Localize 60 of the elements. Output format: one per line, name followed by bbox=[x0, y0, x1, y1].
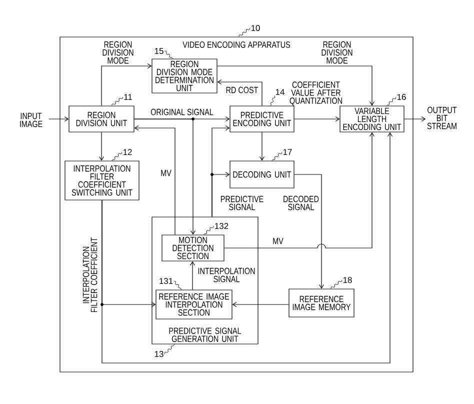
arrow bbox=[294, 174, 324, 289]
unit-box: PREDICTIVE ENCODING UNIT bbox=[230, 106, 294, 132]
arrow bbox=[224, 132, 375, 248]
arrow bbox=[102, 132, 393, 364]
unit-box: REGION DIVISION MODE DETERMINATION UNIT bbox=[152, 58, 218, 94]
arrow bbox=[294, 116, 340, 122]
edge-label: ORIGINAL SIGNAL bbox=[150, 108, 214, 116]
arrow bbox=[48, 116, 69, 122]
leader-line bbox=[386, 96, 396, 106]
reference-numeral: 16 bbox=[397, 94, 406, 100]
edge-label: MV bbox=[273, 238, 284, 244]
edge-label: REGION DIVISION MODE bbox=[322, 41, 352, 64]
edge-label: INTERPOLATION SIGNAL bbox=[198, 268, 255, 282]
edge-label: INTERPOLATION FILTER COEFFICIENT bbox=[82, 238, 98, 312]
reference-numeral: 10 bbox=[251, 25, 260, 31]
reference-numeral: 11 bbox=[124, 94, 132, 100]
reference-numeral: 17 bbox=[283, 149, 292, 155]
leader-line bbox=[238, 28, 250, 37]
unit-box: DECODING UNIT bbox=[230, 160, 294, 188]
reference-numeral: 131 bbox=[160, 278, 173, 284]
unit-box: REGION DIVISION UNIT bbox=[68, 106, 134, 132]
arrow bbox=[404, 116, 426, 122]
arrow bbox=[212, 172, 230, 217]
reference-numeral: 12 bbox=[123, 149, 132, 155]
edge-label: PREDICTIVE SIGNAL bbox=[221, 196, 264, 210]
leader-line bbox=[164, 344, 175, 354]
edge-label: RD COST bbox=[226, 86, 258, 94]
input-label: INPUT IMAGE bbox=[20, 112, 42, 128]
arrow bbox=[259, 132, 265, 161]
unit-box: REFERENCE IMAGE MEMORY bbox=[288, 288, 354, 318]
edge-label: COEFFICIENT VALUE AFTER QUANTIZATION bbox=[290, 82, 342, 106]
reference-numeral: 132 bbox=[215, 223, 228, 229]
unit-box: VARIABLE LENGTH ENCODING UNIT bbox=[340, 106, 404, 132]
reference-numeral: 13 bbox=[154, 351, 164, 357]
leader-line bbox=[330, 280, 342, 289]
unit-box: INTERPOLATION FILTER COEFFICIENT SWITCHING UNIT bbox=[64, 160, 140, 200]
arrow bbox=[232, 302, 289, 308]
arrow bbox=[217, 79, 262, 106]
arrow bbox=[190, 261, 196, 290]
leader-line bbox=[203, 226, 214, 235]
leader-line bbox=[111, 96, 124, 106]
section-box: MOTION DETECTION SECTION bbox=[162, 234, 224, 262]
reference-numeral: 18 bbox=[343, 277, 352, 283]
edge-label: MV bbox=[161, 170, 172, 176]
section-box: REFERENCE IMAGE INTERPOLATION SECTION bbox=[156, 290, 232, 320]
arrow bbox=[98, 132, 104, 161]
arrow bbox=[134, 118, 196, 235]
output-label: OUTPUT BIT STREAM bbox=[427, 106, 457, 130]
reference-numeral: 14 bbox=[276, 89, 284, 95]
leader-line bbox=[111, 152, 122, 161]
leader-line bbox=[271, 152, 282, 161]
leader-line bbox=[174, 280, 182, 290]
arrow bbox=[101, 63, 152, 106]
leader-line bbox=[270, 95, 276, 106]
leader-line bbox=[164, 50, 173, 59]
arrow bbox=[217, 66, 375, 106]
edge-label: DECODED SIGNAL bbox=[284, 196, 319, 210]
edge-label: REGION DIVISION MODE bbox=[102, 41, 134, 64]
arrow bbox=[134, 125, 176, 235]
reference-numeral: 15 bbox=[154, 48, 164, 54]
